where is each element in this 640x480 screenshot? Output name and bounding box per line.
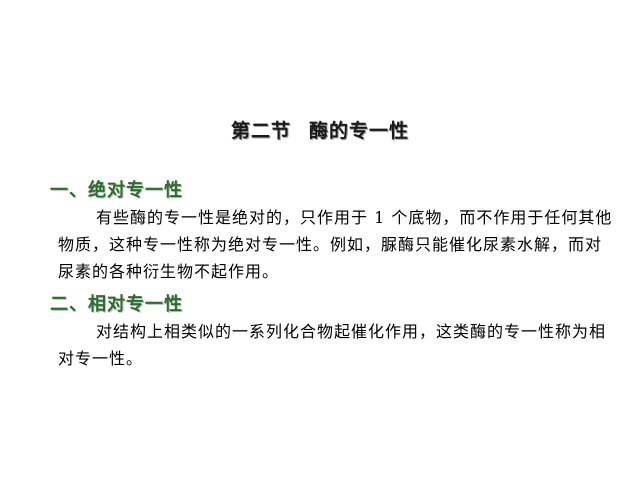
title-section-number: 第二节 (230, 120, 291, 142)
slide-title: 第二节酶的专一性 (0, 116, 640, 143)
title-topic: 酶的专一性 (309, 120, 410, 142)
section-heading-relative-specificity: 二、相对专一性 (50, 294, 183, 315)
section-heading-absolute-specificity: 一、绝对专一性 (50, 180, 183, 201)
section-paragraph-absolute-specificity: 有些酶的专一性是绝对的，只作用于 1 个底物，而不作用于任何其他物质，这种专一性… (58, 208, 613, 281)
section-paragraph-relative-specificity: 对结构上相类似的一系列化合物起催化作用，这类酶的专一性称为相对专一性。 (58, 322, 607, 368)
